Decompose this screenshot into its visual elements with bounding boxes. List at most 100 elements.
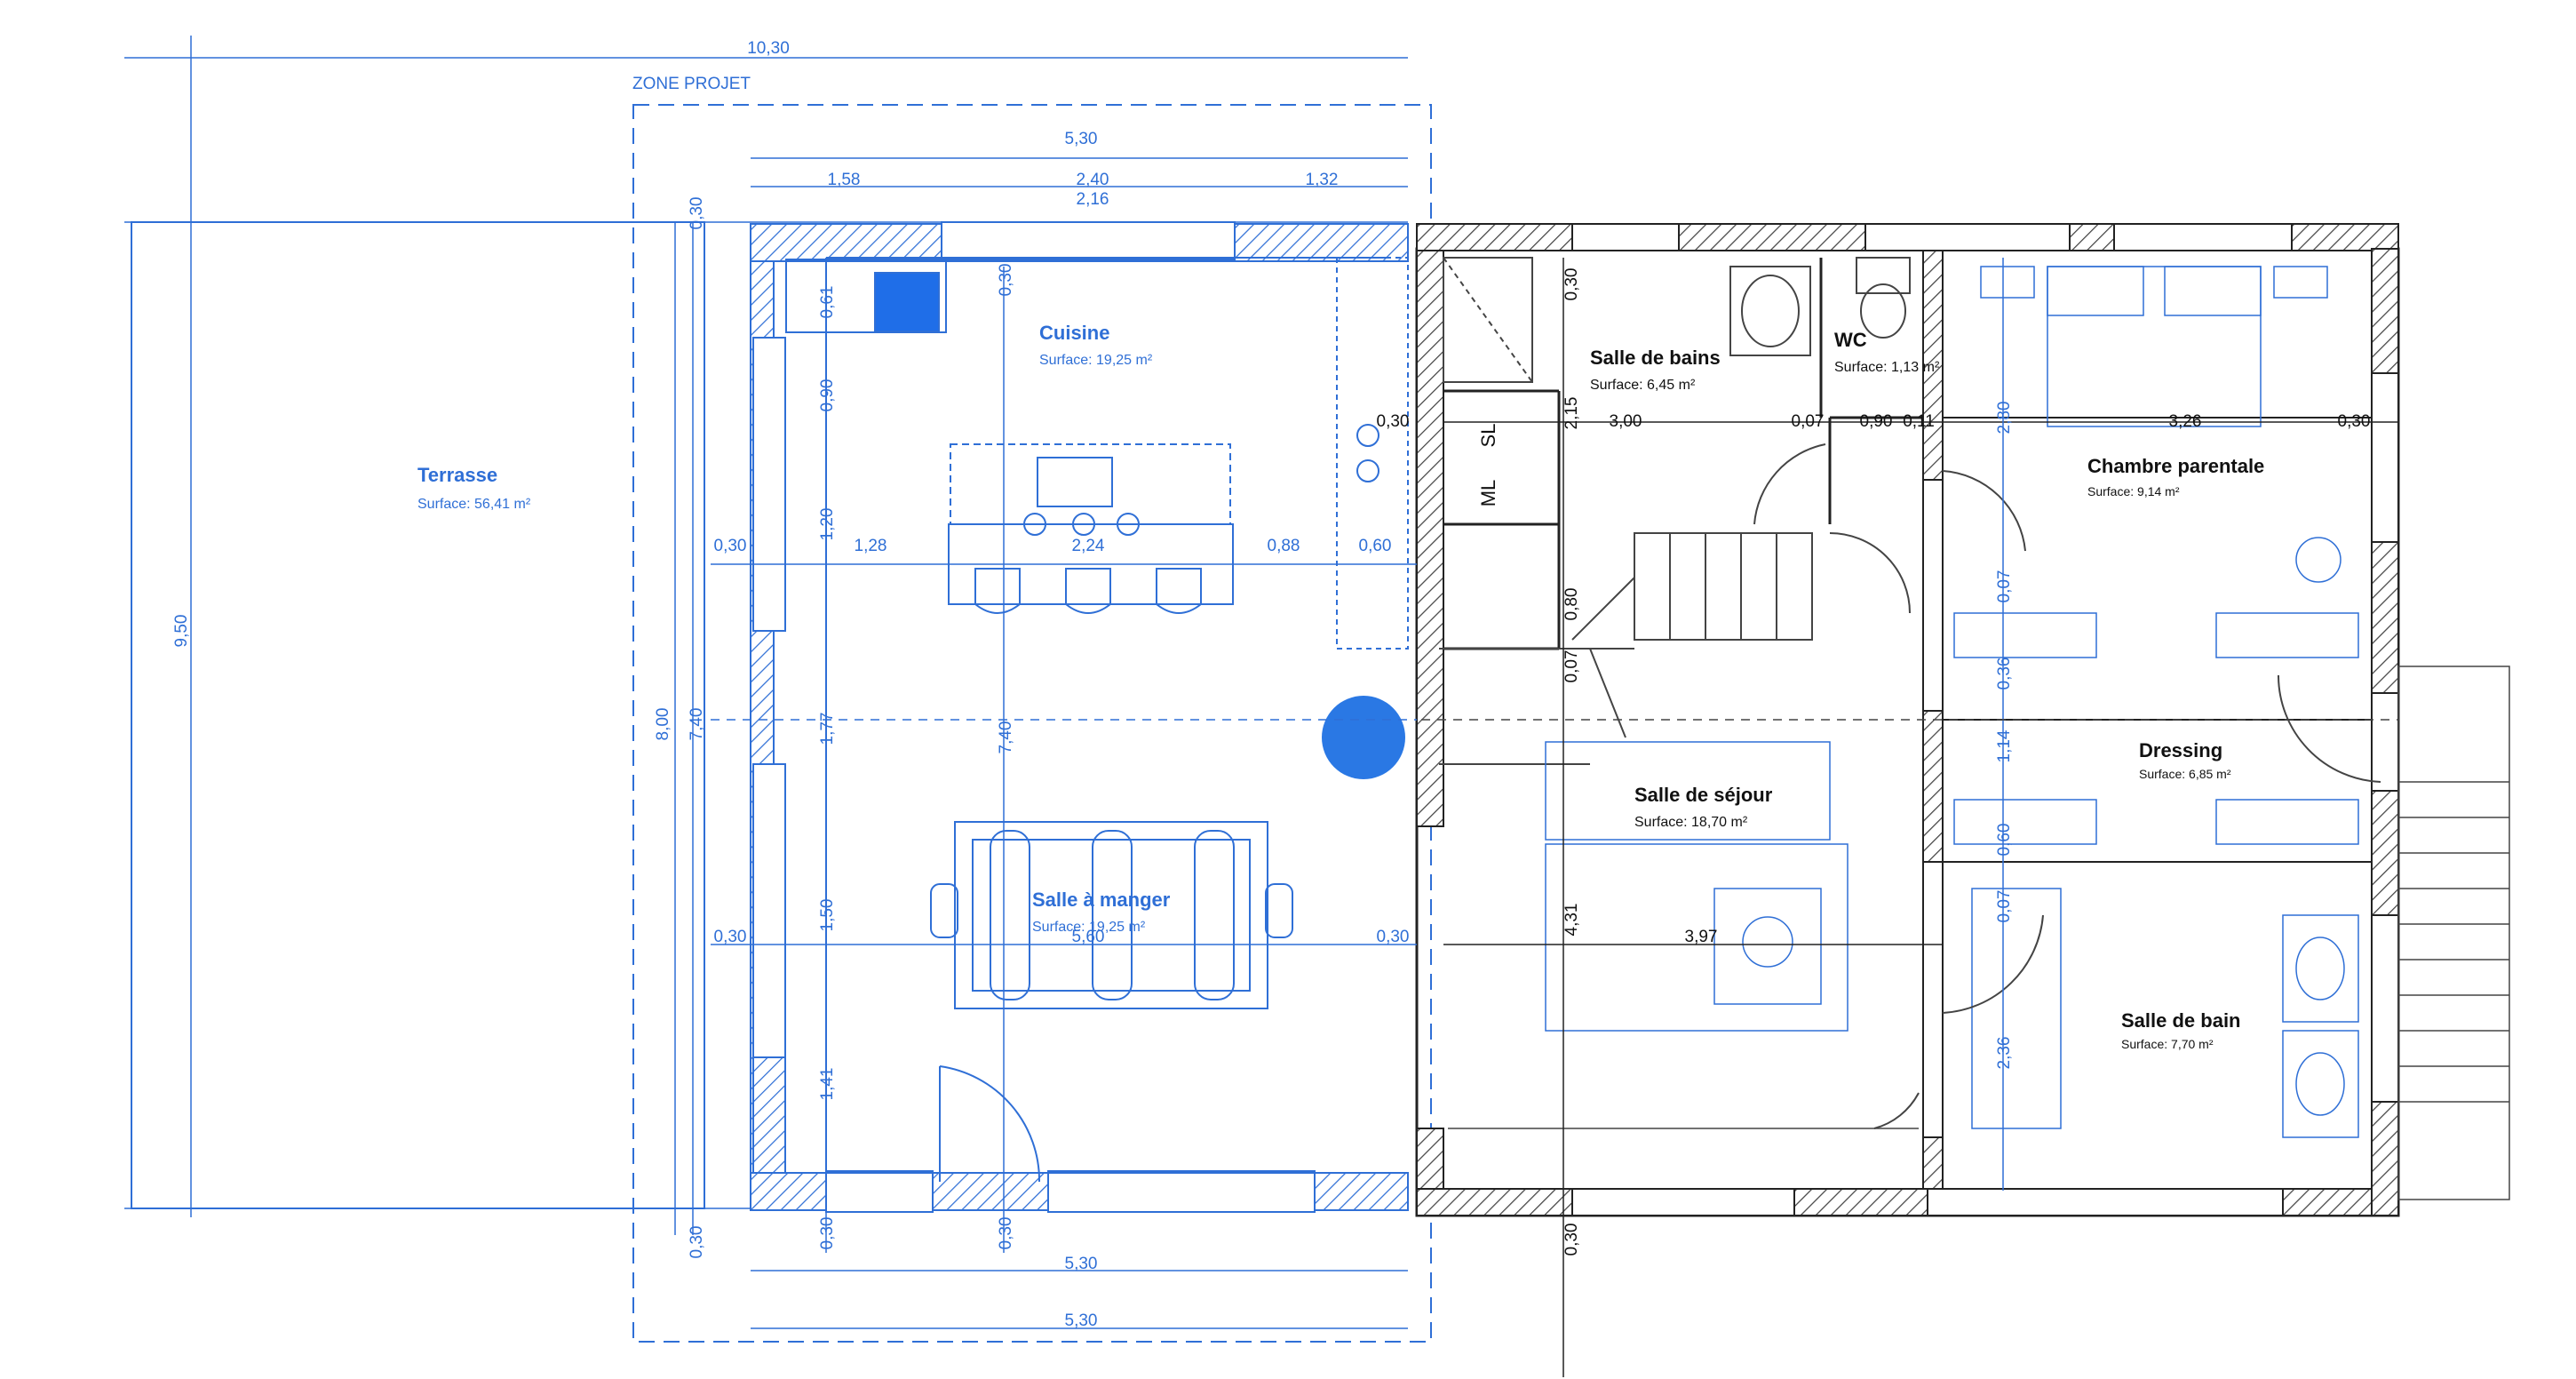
dim-seg-132: 1,32 — [1306, 171, 1339, 189]
dim-k-177: 1,77 — [818, 713, 837, 745]
dim-top-530: 5,30 — [1065, 130, 1098, 148]
sofa-icon — [1545, 741, 1831, 841]
cooktop-icon — [1356, 424, 1379, 447]
dim-row1-088: 0,88 — [1268, 537, 1300, 555]
dim-r-007d: 0,07 — [1995, 890, 2014, 923]
dim-r-011: 0,11 — [1903, 412, 1935, 431]
room-sejour-surface: Surface: 18,70 m² — [1634, 815, 1748, 830]
room-salle-a-manger-name: Salle à manger — [1032, 889, 1171, 911]
room-salle-de-bain-surface: Surface: 7,70 m² — [2121, 1037, 2214, 1051]
room-terrasse-name: Terrasse — [417, 464, 497, 486]
dim-row2-030-l: 0,30 — [714, 928, 747, 946]
dim-r-007c: 0,07 — [1562, 650, 1581, 683]
dim-r-030-mid: 0,30 — [1377, 412, 1410, 431]
closet-labels: SL ML — [1477, 424, 1499, 507]
vertical-dimension-labels: 9,50 8,00 7,40 0,30 0,30 0,61 0,90 1,20 … — [172, 197, 2014, 1259]
room-salle-de-bains-surface: Surface: 6,45 m² — [1590, 378, 1696, 393]
stool-icon — [1156, 568, 1202, 614]
toilet-icon — [1856, 257, 1911, 294]
dim-k-030-bot-a: 0,30 — [818, 1217, 837, 1250]
dim-bot-530-a: 5,30 — [1065, 1255, 1098, 1273]
dim-left-740: 7,40 — [688, 708, 706, 741]
dim-k-141: 1,41 — [818, 1068, 837, 1101]
dim-k-090: 0,90 — [818, 379, 837, 412]
fridge-icon — [874, 272, 940, 332]
blue-extension-walls — [750, 221, 1409, 1213]
dim-r-397: 3,97 — [1685, 928, 1718, 946]
dim-r-060: 0,60 — [1995, 824, 2014, 857]
dimension-lines — [124, 36, 2398, 1377]
room-chambre-surface: Surface: 9,14 m² — [2087, 484, 2180, 498]
dim-r-090: 0,90 — [1860, 412, 1893, 431]
closet-ml: ML — [1477, 480, 1499, 507]
dim-r-030-end: 0,30 — [2338, 412, 2371, 431]
dim-k-030-bot-b: 0,30 — [997, 1217, 1015, 1250]
dining-door — [939, 1065, 1041, 1183]
room-sejour-name: Salle de séjour — [1634, 784, 1773, 806]
location-marker[interactable] — [1322, 696, 1405, 779]
dim-left-030-bot: 0,30 — [688, 1226, 706, 1259]
dim-row2-560: 5,60 — [1072, 928, 1105, 946]
dim-r-215: 2,15 — [1562, 397, 1581, 430]
dim-row1-060: 0,60 — [1359, 537, 1392, 555]
dim-left-950: 9,50 — [172, 615, 191, 648]
dim-row1-128: 1,28 — [855, 537, 887, 555]
room-dressing-surface: Surface: 6,85 m² — [2139, 767, 2231, 781]
dim-top-total: 10,30 — [747, 39, 790, 58]
dim-row2-030-r: 0,30 — [1377, 928, 1410, 946]
bedroom-furniture — [1953, 266, 2359, 1138]
dim-seg-240: 2,40 — [1077, 171, 1109, 189]
room-terrasse-surface: Surface: 56,41 m² — [417, 497, 531, 512]
dim-row1-224: 2,24 — [1072, 537, 1105, 555]
washbasin-icon — [1729, 266, 1811, 356]
dim-r-007: 0,07 — [1792, 412, 1825, 431]
dim-r-236: 2,36 — [1995, 1037, 2014, 1070]
room-labels: Terrasse Surface: 56,41 m² Cuisine Surfa… — [417, 322, 2264, 1051]
sink-icon — [1037, 457, 1113, 507]
dim-r-326: 3,26 — [2169, 412, 2202, 431]
dim-r-080: 0,80 — [1562, 588, 1581, 621]
existing-house-walls — [1415, 223, 2400, 1217]
dim-k-740-mid: 7,40 — [997, 721, 1015, 754]
dimension-labels: 10,30 5,30 1,58 2,40 1,32 2,16 5,30 5,30… — [714, 39, 1410, 1330]
staircase — [1439, 532, 1813, 765]
side-deck — [2397, 666, 2510, 1200]
room-chambre-name: Chambre parentale — [2087, 455, 2264, 477]
bathroom-fixtures — [1443, 257, 1911, 383]
room-salle-de-bain-name: Salle de bain — [2121, 1009, 2241, 1032]
living-furniture — [1448, 741, 1919, 1129]
room-cuisine-name: Cuisine — [1039, 322, 1109, 344]
dim-left-030-top: 0,30 — [688, 197, 706, 230]
dim-r-300: 3,00 — [1610, 412, 1642, 431]
stool-icon — [1065, 568, 1111, 614]
room-salle-de-bains-name: Salle de bains — [1590, 347, 1721, 369]
dim-r-431: 4,31 — [1562, 904, 1581, 937]
room-cuisine-surface: Surface: 19,25 m² — [1039, 353, 1153, 368]
doors — [1753, 443, 2381, 1129]
project-zone-outline — [632, 104, 1432, 1343]
room-dressing-name: Dressing — [2139, 739, 2222, 761]
room-salle-a-manger-surface: Surface: 19,25 m² — [1032, 920, 1146, 935]
dining-table — [930, 821, 1293, 1009]
room-wc-name: WC — [1834, 329, 1867, 351]
dim-k-120: 1,20 — [818, 508, 837, 541]
shower-icon — [1443, 257, 1533, 383]
dim-row1-030: 0,30 — [714, 537, 747, 555]
dim-k-150: 1,50 — [818, 899, 837, 932]
dim-seg-158: 1,58 — [828, 171, 861, 189]
zone-label: ZONE PROJET — [632, 75, 751, 93]
sink-icon — [2282, 914, 2359, 1023]
bathtub-icon — [1971, 888, 2062, 1129]
dim-bot-530-b: 5,30 — [1065, 1311, 1098, 1330]
stool-icon — [974, 568, 1021, 614]
dim-r-114: 1,14 — [1995, 729, 2014, 762]
dim-r-036: 0,36 — [1995, 658, 2014, 690]
kitchen-fixtures — [785, 257, 1409, 650]
bed-icon — [2047, 266, 2262, 427]
dim-seg-216: 2,16 — [1077, 190, 1109, 209]
dim-r-030-bot: 0,30 — [1562, 1224, 1581, 1256]
closet-sl: SL — [1477, 424, 1499, 448]
dim-k-061: 0,61 — [818, 286, 837, 319]
dim-r-030-top: 0,30 — [1562, 268, 1581, 301]
